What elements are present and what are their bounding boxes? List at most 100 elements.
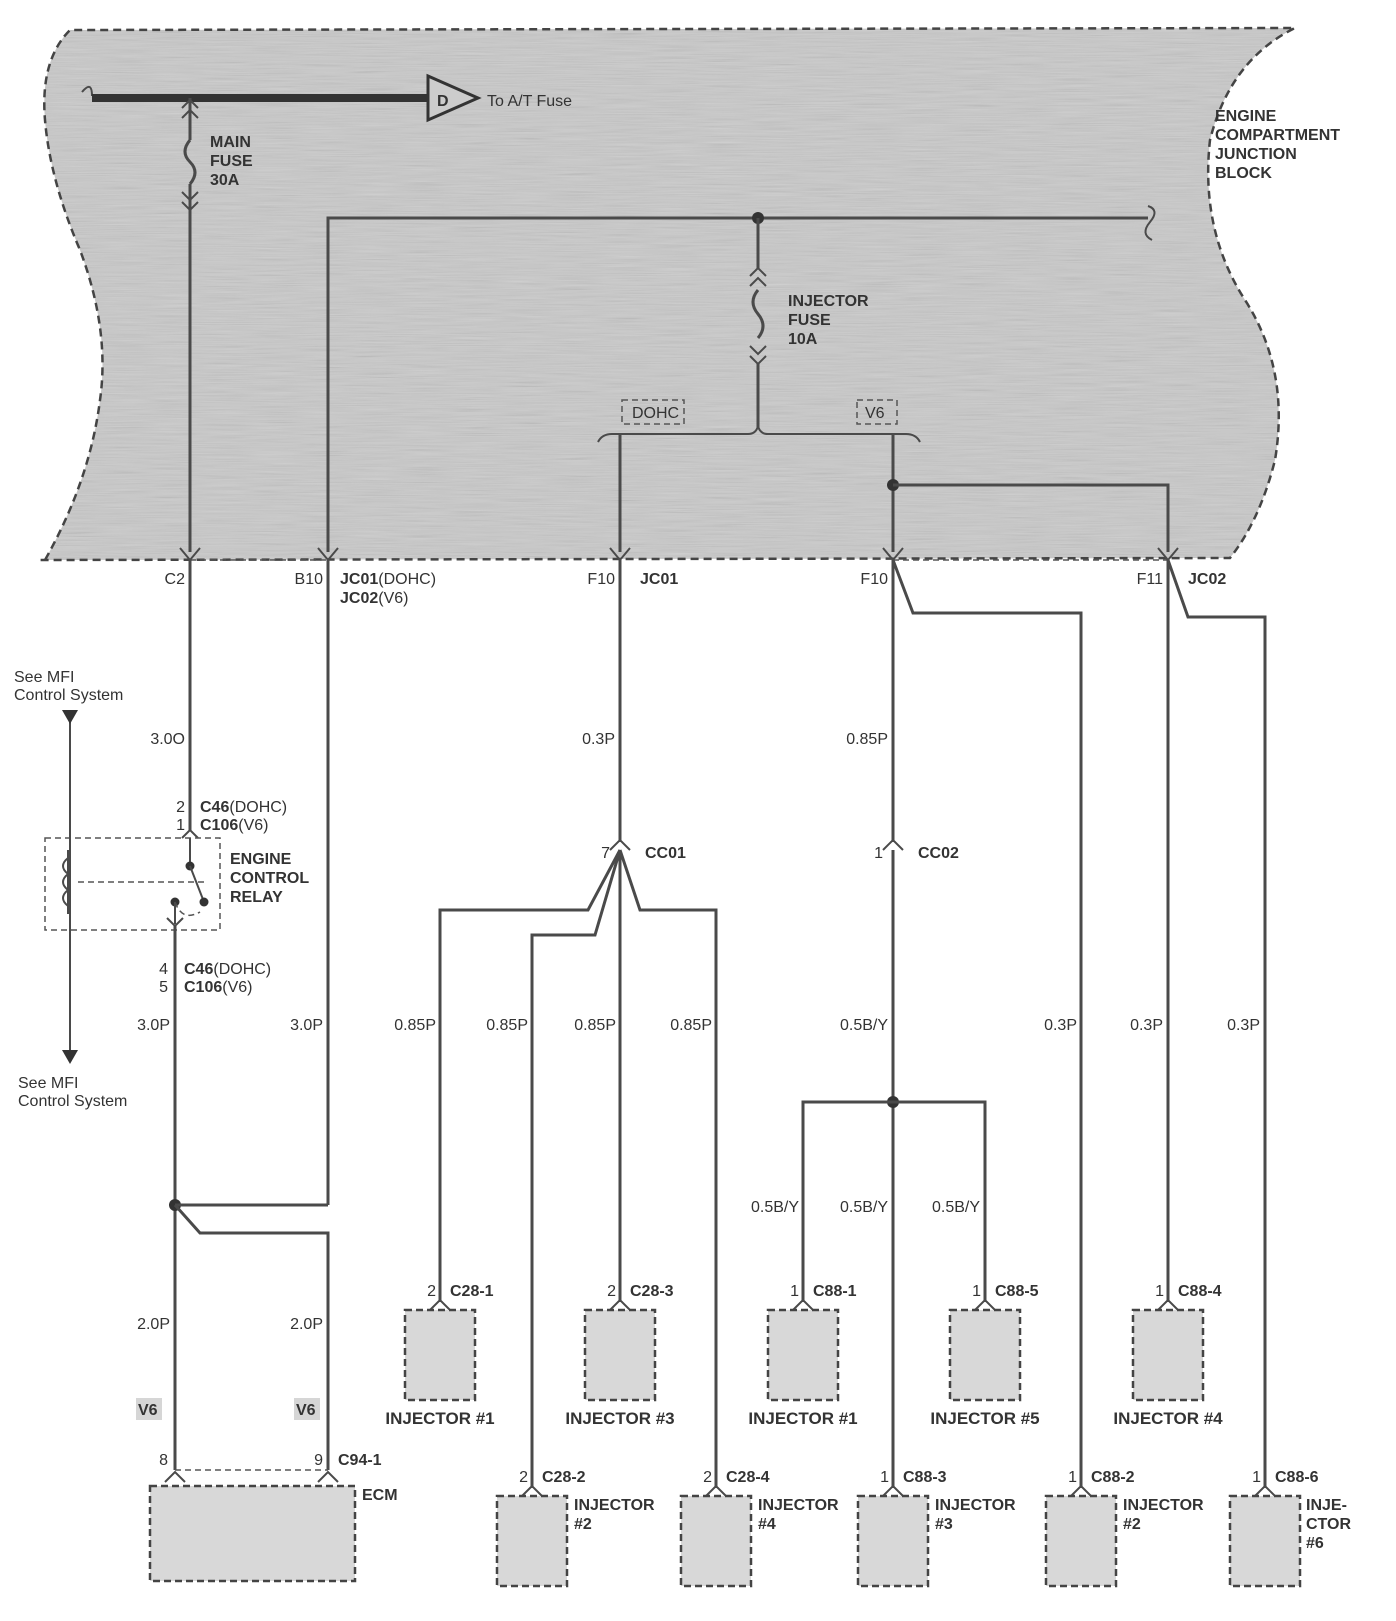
see-mfi-bottom-1: See MFI <box>18 1075 78 1092</box>
inj-fuse-label-3: 10A <box>788 331 818 348</box>
wire-20p-l: 2.0P <box>137 1316 170 1333</box>
dohc-tag: DOHC <box>632 405 679 422</box>
inj-u3-label: INJECTOR #1 <box>748 1409 857 1428</box>
text-layer: D To A/T Fuse ENGINE COMPARTMENT JUNCTIO… <box>14 93 1351 1552</box>
inj-l5-label-3: #6 <box>1306 1535 1324 1552</box>
wire-05by-2: 0.5B/Y <box>840 1199 888 1216</box>
inj-u4-pin: 1 <box>972 1283 981 1300</box>
inj-u4-label: INJECTOR #5 <box>930 1409 1039 1428</box>
inj-l2-pin: 2 <box>703 1469 712 1486</box>
relay-conn-c46-top: C46(DOHC) <box>200 799 287 816</box>
main-fuse-label-1: MAIN <box>210 134 251 151</box>
wire-30p-r: 3.0P <box>290 1017 323 1034</box>
inj-u3-conn: C88-1 <box>813 1283 857 1300</box>
inj-l2-label-2: #4 <box>758 1516 776 1533</box>
jb-title-3: JUNCTION <box>1215 146 1297 163</box>
v6-tag-left: V6 <box>138 1402 158 1419</box>
relay-title-1: ENGINE <box>230 851 292 868</box>
pin-f11: F11 <box>1137 571 1163 588</box>
wire-085p-1: 0.85P <box>394 1017 436 1034</box>
inj-l3-label-2: #3 <box>935 1516 953 1533</box>
ecm-pin-9: 9 <box>314 1452 323 1469</box>
wire-30o: 3.0O <box>150 731 185 748</box>
relay-pin-2: 2 <box>176 799 185 816</box>
cc01-group <box>438 560 718 1488</box>
pin-jc01: JC01 <box>640 571 678 588</box>
wire-05by-1: 0.5B/Y <box>751 1199 799 1216</box>
relay-conn-c46-bot: C46(DOHC) <box>184 961 271 978</box>
inj-l1-conn: C28-2 <box>542 1469 586 1486</box>
main-fuse-label-2: FUSE <box>210 153 253 170</box>
lower-injectors <box>495 1484 1302 1588</box>
see-mfi-top-2: Control System <box>14 687 123 704</box>
inj-l5-label-1: INJE- <box>1306 1497 1347 1514</box>
inj-l2-conn: C28-4 <box>726 1469 770 1486</box>
cc01-pin: 7 <box>601 845 610 862</box>
to-at-fuse-label: To A/T Fuse <box>487 93 572 110</box>
wire-085p-4: 0.85P <box>670 1017 712 1034</box>
inj-u2-pin: 2 <box>607 1283 616 1300</box>
relay-pin-5: 5 <box>159 979 168 996</box>
v6-tag: V6 <box>865 405 885 422</box>
inj-u1-pin: 2 <box>427 1283 436 1300</box>
injector-feed <box>326 205 1170 552</box>
pin-b10: B10 <box>295 571 324 588</box>
pin-f10-a: F10 <box>587 571 615 588</box>
pin-jc02-v6: JC02(V6) <box>340 590 408 607</box>
pin-jc02: JC02 <box>1188 571 1226 588</box>
ecm-pin-8: 8 <box>159 1452 168 1469</box>
inj-l4-conn: C88-2 <box>1091 1469 1135 1486</box>
wire-05by-3: 0.5B/Y <box>932 1199 980 1216</box>
main-fuse-label-3: 30A <box>210 172 240 189</box>
upper-injectors <box>403 1298 1205 1402</box>
relay-title-2: CONTROL <box>230 870 309 887</box>
cc01-name: CC01 <box>645 845 686 862</box>
see-mfi-top-1: See MFI <box>14 669 74 686</box>
wire-20p-r: 2.0P <box>290 1316 323 1333</box>
ecm-conn: C94-1 <box>338 1452 382 1469</box>
pin-c2: C2 <box>165 571 186 588</box>
inj-u3-pin: 1 <box>790 1283 799 1300</box>
wire-05by-top: 0.5B/Y <box>840 1017 888 1034</box>
cc02-name: CC02 <box>918 845 959 862</box>
relay-title-3: RELAY <box>230 889 283 906</box>
inj-l4-label-2: #2 <box>1123 1516 1141 1533</box>
inj-l5-conn: C88-6 <box>1275 1469 1319 1486</box>
inj-u2-label: INJECTOR #3 <box>565 1409 674 1428</box>
left-wires <box>44 560 330 1470</box>
wire-03p-d: 0.3P <box>1227 1017 1260 1034</box>
wire-085p-top: 0.85P <box>846 731 888 748</box>
inj-u5-pin: 1 <box>1155 1283 1164 1300</box>
see-mfi-bottom-2: Control System <box>18 1093 127 1110</box>
cc02-pin: 1 <box>874 845 883 862</box>
v6-tag-right: V6 <box>296 1402 316 1419</box>
inj-l2-label-1: INJECTOR <box>758 1497 839 1514</box>
inj-l1-label-2: #2 <box>574 1516 592 1533</box>
junction-block <box>39 26 1296 562</box>
inj-fuse-label-1: INJECTOR <box>788 293 869 310</box>
wire-085p-3: 0.85P <box>574 1017 616 1034</box>
inj-l1-pin: 2 <box>519 1469 528 1486</box>
connector-d-label: D <box>437 93 449 110</box>
inj-l5-pin: 1 <box>1252 1469 1261 1486</box>
jb-title-2: COMPARTMENT <box>1215 127 1340 144</box>
inj-l3-label-1: INJECTOR <box>935 1497 1016 1514</box>
relay-pin-1: 1 <box>176 817 185 834</box>
pin-f10-b: F10 <box>860 571 888 588</box>
connector-d-triangle <box>426 73 482 123</box>
wire-085p-2: 0.85P <box>486 1017 528 1034</box>
relay-conn-c106-bot: C106(V6) <box>184 979 252 996</box>
relay-conn-c106-top: C106(V6) <box>200 817 268 834</box>
inj-u2-conn: C28-3 <box>630 1283 674 1300</box>
inj-l3-pin: 1 <box>880 1469 889 1486</box>
main-fuse <box>181 98 199 552</box>
inj-l4-label-1: INJECTOR <box>1123 1497 1204 1514</box>
inj-u5-conn: C88-4 <box>1178 1283 1222 1300</box>
ecm-block <box>148 1469 357 1583</box>
top-bus <box>81 73 482 123</box>
inj-u5-label: INJECTOR #4 <box>1113 1409 1223 1428</box>
wire-03p-a: 0.3P <box>582 731 615 748</box>
jb-title-4: BLOCK <box>1215 165 1272 182</box>
wire-03p-c: 0.3P <box>1130 1017 1163 1034</box>
